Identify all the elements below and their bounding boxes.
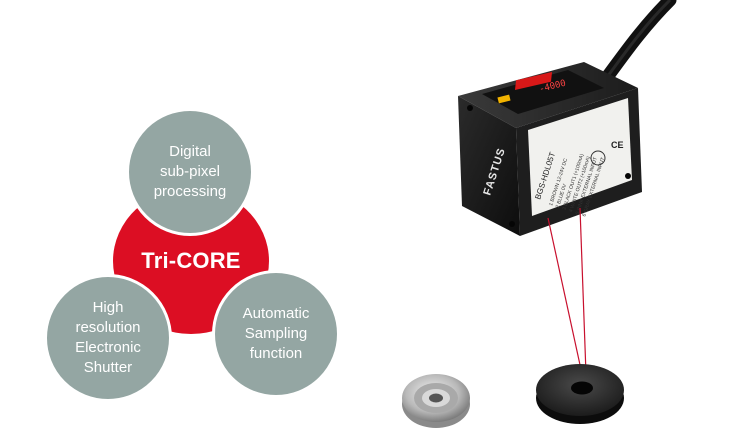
feature-circle-electronic-shutter: High resolution Electronic Shutter [44, 274, 172, 402]
certification-mark-icon [590, 150, 606, 166]
mount-hole-icon [509, 221, 515, 227]
mount-hole-icon [467, 105, 473, 111]
feature-label: Digital sub-pixel processing [153, 143, 227, 200]
mount-hole-icon [625, 173, 631, 179]
tri-core-label: Tri-CORE [141, 248, 241, 273]
ball-bearing-object [402, 374, 470, 428]
indicator-led-icon [497, 94, 511, 104]
sensor-label-plate [528, 98, 632, 216]
feature-label: High resolution Electronic Shutter [75, 299, 141, 376]
ce-mark-icon: CE [611, 140, 624, 150]
feature-circle-automatic-sampling: Automatic Sampling function [212, 270, 340, 398]
laser-beam [579, 207, 587, 375]
sensor-front-face [458, 96, 520, 236]
tri-core-diagram: Tri-CORE Digital sub-pixel processing Hi… [44, 108, 340, 402]
led-display-icon [514, 72, 553, 90]
feature-circle-digital-processing: Digital sub-pixel processing [126, 108, 254, 236]
laser-beam [547, 217, 583, 375]
feature-label: Automatic Sampling function [242, 305, 310, 362]
wiring-list: 1 BROWN 12-24V DC 2 BLUE 0V 3 BLACK OUT1… [548, 153, 606, 218]
rubber-washer-object [536, 364, 624, 424]
sensor-display-panel [482, 70, 604, 114]
product-photo: -4000 BGS-HDL05T 1 BROWN 12-24V DC 2 BLU… [402, 0, 677, 428]
